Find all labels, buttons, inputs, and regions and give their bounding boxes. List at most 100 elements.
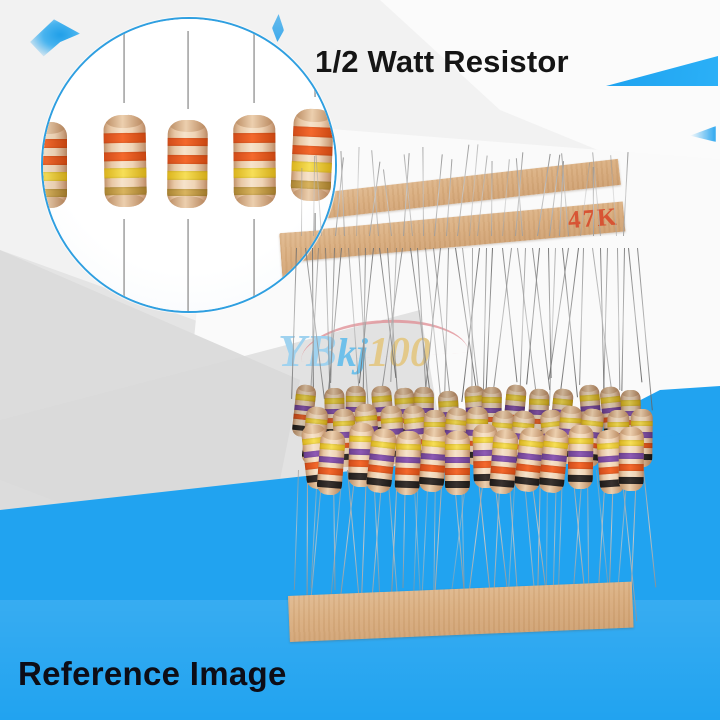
resistor-color-band-gold: [103, 186, 147, 196]
resistor-color-band-yellow: [618, 439, 644, 446]
resistor-color-band-violet: [618, 452, 644, 459]
resistor-color-band-orange: [233, 151, 276, 162]
resistor-color-band-orange: [567, 461, 594, 469]
resistor-end-cap: [578, 384, 599, 393]
resistor-color-band-yellow: [290, 161, 333, 173]
resistor-end-cap: [350, 421, 374, 432]
resistor-end-cap: [104, 114, 144, 129]
resistor: [289, 90, 335, 220]
resistor-color-band-gold: [233, 186, 276, 196]
resistor: [167, 103, 208, 225]
resistor-body: [567, 423, 595, 490]
resistor-color-band-gold: [167, 188, 208, 197]
resistor-end-cap: [372, 427, 397, 439]
resistor-color-band-orange: [233, 133, 276, 143]
resistor-color-band-orange: [445, 468, 471, 476]
resistor-color-band-yellow: [421, 439, 448, 449]
resistor-color-band-orange: [539, 464, 566, 474]
resistor-color-band-orange: [394, 468, 421, 476]
page-title: 1/2 Watt Resistor: [315, 44, 569, 79]
resistor-end-cap: [570, 423, 594, 434]
resistor-body: [394, 430, 422, 497]
resistor-color-band-yellow: [517, 439, 545, 449]
resistor-end-cap: [520, 426, 545, 439]
resistor-end-cap: [380, 404, 402, 415]
resistor-color-band-gold: [43, 189, 67, 197]
resistor-color-band-violet: [318, 455, 345, 464]
resistor-color-band-black: [567, 474, 594, 482]
resistor-end-cap: [599, 386, 620, 396]
resistor-color-band-orange: [489, 465, 516, 475]
resistor-color-band-black: [618, 476, 644, 484]
resistor-body: [43, 121, 67, 209]
resistor-color-band-orange: [367, 464, 394, 474]
resistor-end-cap: [234, 114, 274, 128]
resistor-end-cap: [414, 386, 434, 394]
tape-value-label-top: 47K: [566, 203, 619, 235]
resistor-lead-wire: [253, 25, 255, 103]
resistor-body: [103, 114, 147, 208]
resistor-color-band-yellow: [369, 439, 397, 450]
resistor-end-cap: [544, 427, 569, 439]
resistor-color-band-violet: [368, 452, 396, 463]
macro-closeup-circle: [41, 17, 337, 313]
resistor: [103, 97, 147, 226]
resistor-color-band-yellow: [233, 168, 276, 178]
resistor-body: [167, 119, 208, 209]
resistor-end-cap: [423, 426, 448, 438]
reference-image-caption: Reference Image: [18, 655, 287, 692]
resistor-color-band-yellow: [541, 440, 569, 450]
resistor-color-band-black: [445, 481, 471, 489]
resistor: [445, 418, 471, 508]
resistor-body: [233, 114, 276, 208]
resistor-color-band-violet: [420, 452, 447, 461]
resistor-end-cap: [43, 121, 66, 134]
resistor-color-band-orange: [167, 137, 208, 147]
resistor-color-band-violet: [394, 456, 422, 464]
resistor-color-band-yellow: [491, 441, 518, 450]
resistor: [618, 414, 644, 504]
resistor-end-cap: [295, 108, 333, 123]
resistor-end-cap: [402, 404, 424, 415]
resistor-body: [445, 431, 471, 496]
resistor-color-band-orange: [291, 144, 334, 156]
resistor-color-band-violet: [516, 452, 543, 462]
resistor-end-cap: [324, 388, 344, 396]
resistor-end-cap: [106, 193, 146, 208]
resistor-color-band-orange: [43, 139, 67, 148]
resistor-color-band-violet: [445, 456, 471, 464]
resistor-color-band-orange: [514, 463, 542, 474]
resistor-color-band-yellow: [43, 171, 67, 181]
resistor-color-band-yellow: [445, 443, 471, 451]
resistor-end-cap: [619, 426, 643, 436]
resistor-color-band-orange: [317, 467, 344, 476]
resistor-end-cap: [507, 384, 527, 394]
resistor-color-band-yellow: [167, 170, 208, 180]
resistor-color-band-orange: [419, 464, 446, 473]
resistor-end-cap: [446, 486, 470, 496]
resistor-end-cap: [168, 195, 206, 209]
resistor-end-cap: [169, 119, 207, 133]
resistor-lead-wire: [253, 219, 255, 311]
resistor-lead-wire: [187, 219, 189, 311]
resistor-color-band-yellow: [319, 442, 346, 451]
resistor-body: [316, 429, 347, 497]
resistor: [233, 97, 276, 225]
resistor-lead-wire: [123, 219, 125, 311]
resistor-color-band-orange: [43, 156, 67, 165]
resistor-body: [618, 426, 644, 492]
kraft-tape-fragment: [279, 229, 335, 285]
resistor-color-band-orange: [292, 126, 335, 138]
resistor-lead-wire: [314, 19, 316, 97]
resistor-color-band-orange: [103, 151, 147, 162]
resistor-color-band-gold: [290, 179, 332, 190]
resistor-color-band-black: [394, 481, 421, 489]
resistor-end-cap: [43, 196, 66, 209]
resistor-end-cap: [397, 430, 421, 441]
resistor: [567, 411, 595, 501]
resistor-color-band-yellow: [395, 443, 422, 451]
resistor-color-band-violet: [490, 454, 517, 463]
resistor-end-cap: [446, 407, 468, 418]
resistor-color-band-orange: [103, 132, 147, 143]
